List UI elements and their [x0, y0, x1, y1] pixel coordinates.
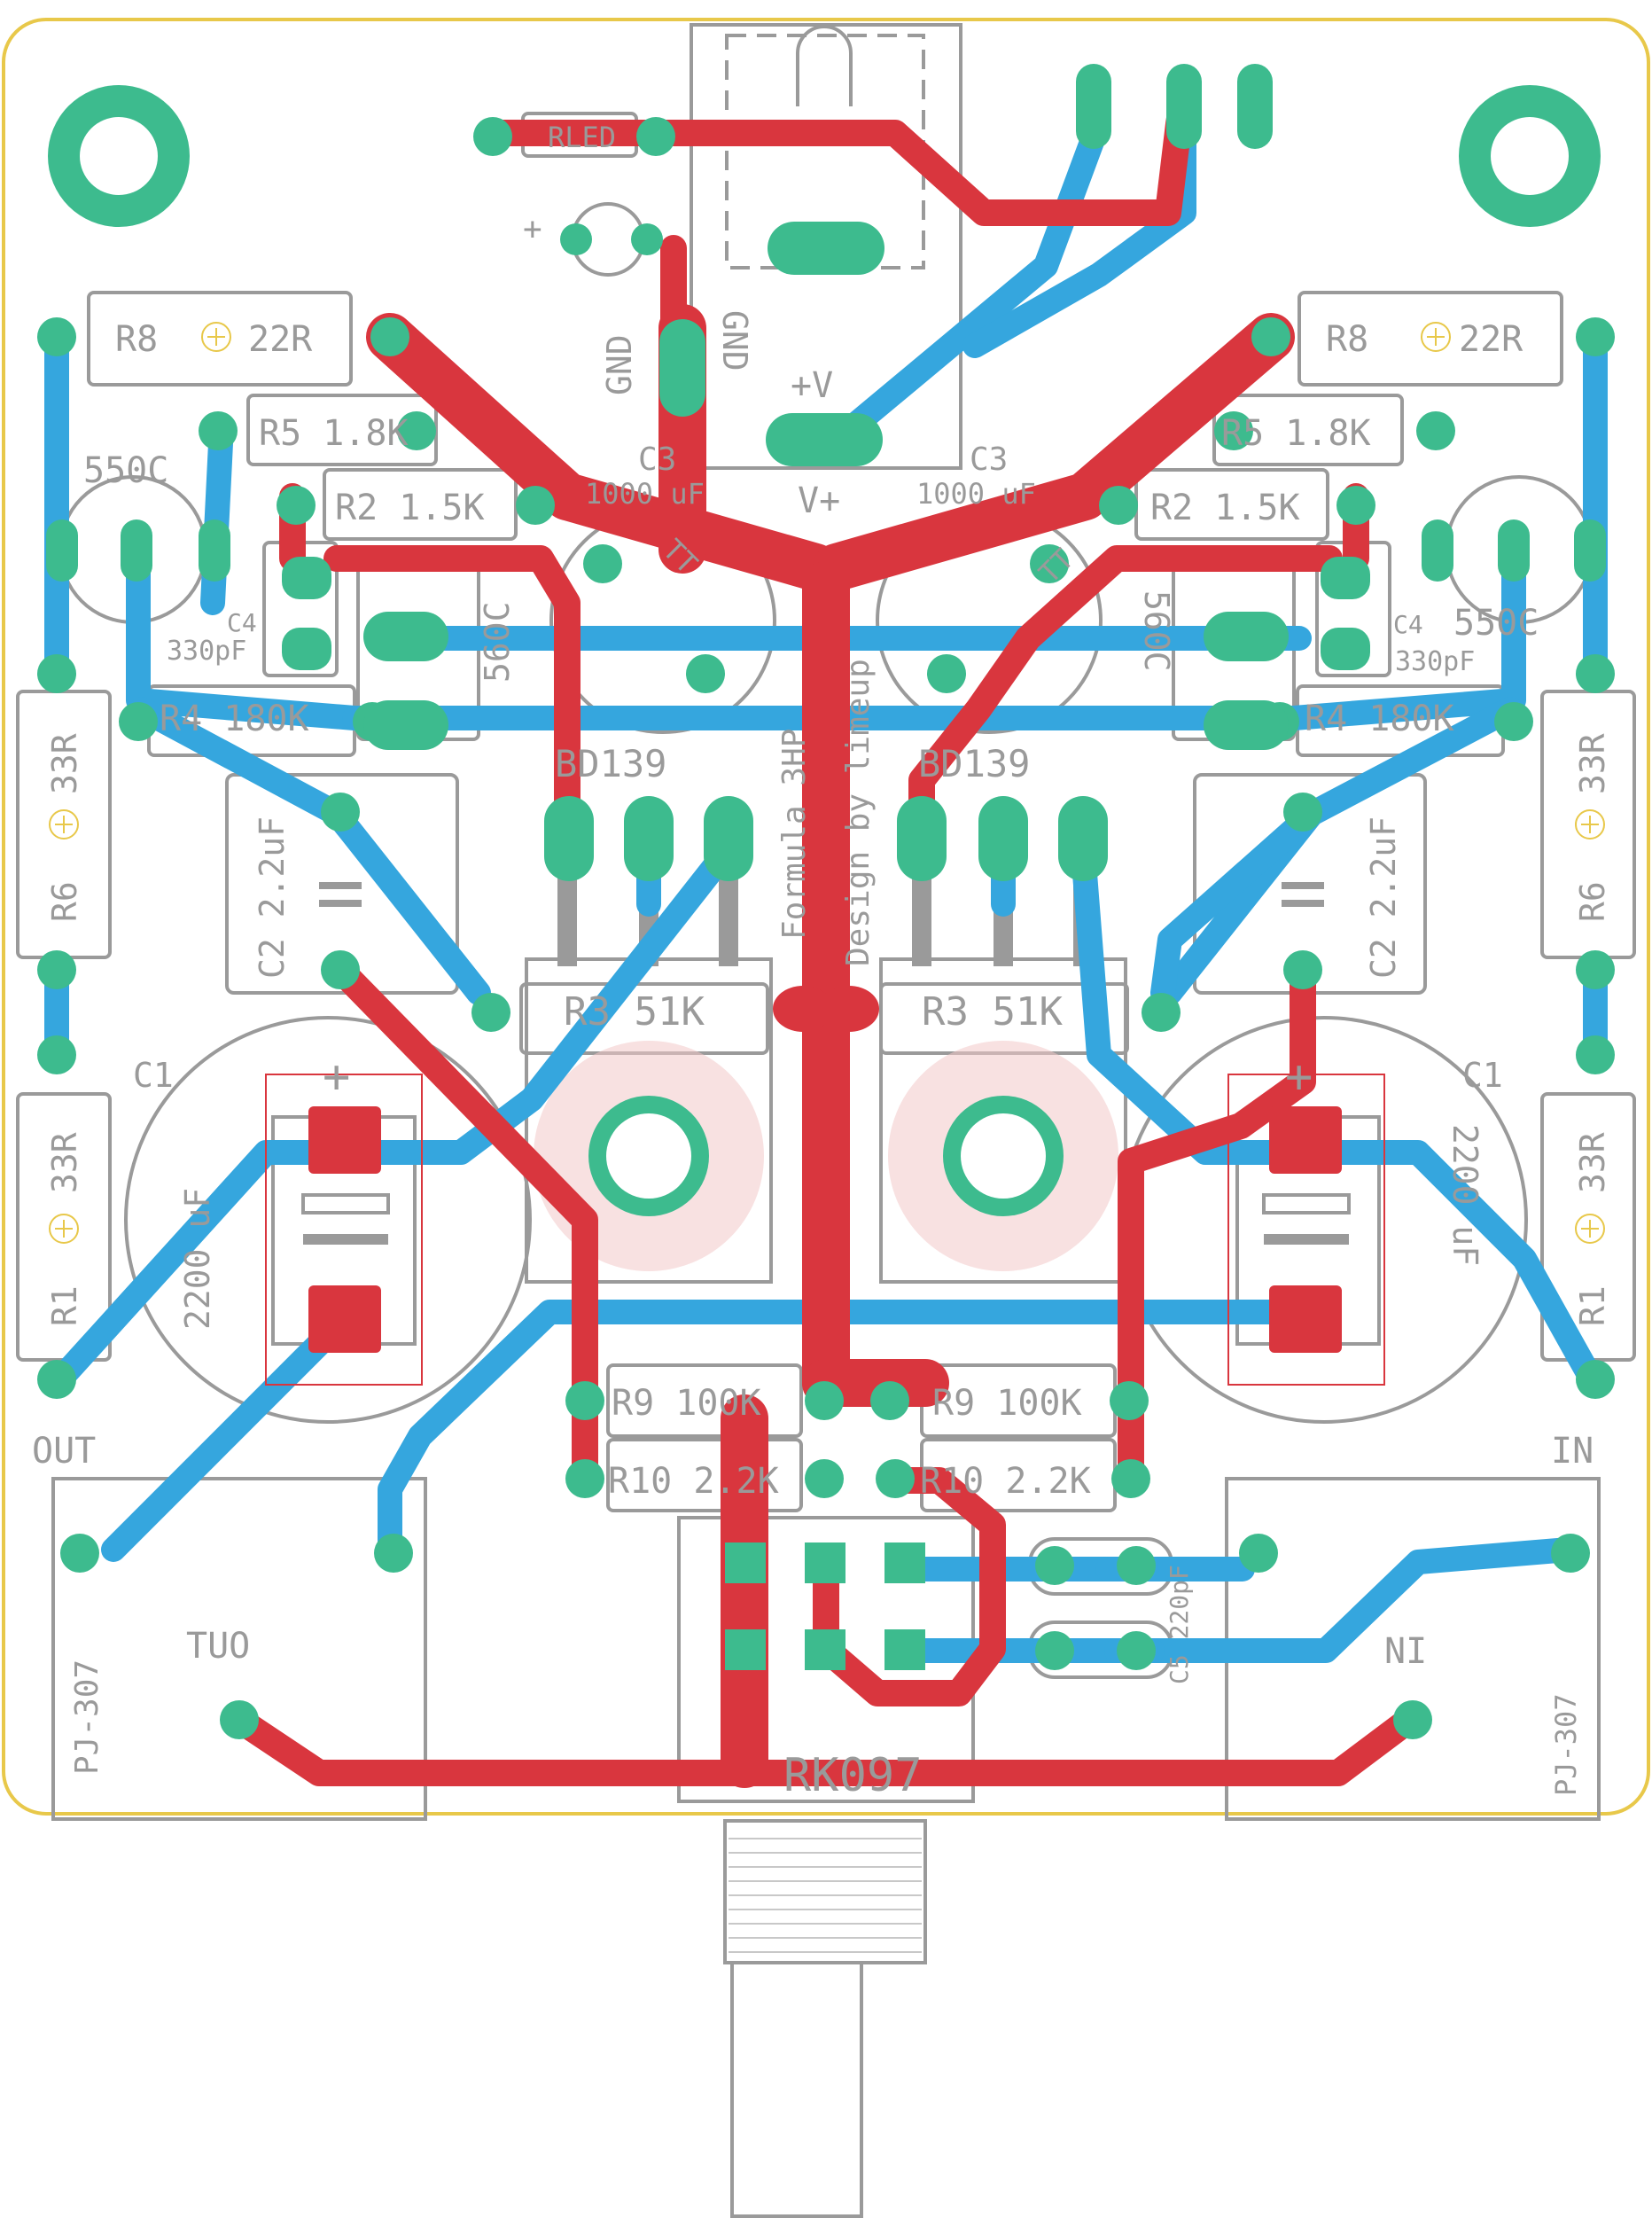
c1-pad-outline	[265, 1074, 1385, 1386]
copper-junctions	[773, 986, 879, 1032]
pj-right-label: PJ-307	[1549, 1693, 1583, 1796]
r8-left-label: R8	[115, 319, 158, 360]
r1-left-label: R1	[45, 1285, 84, 1326]
r5-right-label: R5 1.8K	[1221, 413, 1371, 454]
r3-left-label: R3 51K	[564, 989, 705, 1035]
r2-left-label: R2 1.5K	[335, 488, 485, 528]
top-copper	[226, 75, 1422, 1788]
gnd2-label: GND	[715, 310, 754, 371]
c1-left-label: C1	[133, 1056, 174, 1095]
q550-right-label: 550C	[1453, 603, 1539, 644]
c1-right-value: 2200 uF	[1446, 1124, 1484, 1266]
c1-right-label: C1	[1462, 1056, 1503, 1095]
vplus-a-label: +V	[791, 365, 833, 406]
r6-right-value: 33R	[1573, 733, 1612, 794]
r8-right-value: 22R	[1459, 319, 1523, 360]
r6-left-value: 33R	[45, 733, 84, 794]
led-plus: +	[523, 211, 542, 247]
cap-symbols	[301, 882, 1351, 1245]
c1-plus-right: +	[1285, 1050, 1313, 1104]
c3-left-value: 1000 uF	[585, 477, 705, 511]
rled-label: RLED	[548, 121, 616, 154]
bd139-left-label: BD139	[555, 742, 666, 785]
c4-right-value: 330pF	[1395, 646, 1475, 677]
pads	[37, 64, 1615, 1739]
c4-left-value: 330pF	[167, 636, 246, 667]
r4-right-label: R4 180K	[1305, 699, 1454, 739]
c3-right-value: 1000 uF	[916, 477, 1036, 511]
c1-plus-left: +	[323, 1050, 350, 1104]
r9-left-label: R9 100K	[612, 1383, 761, 1424]
c4-right-label: C4	[1393, 610, 1423, 639]
design-title: Formula 3HP	[776, 729, 813, 940]
r6-left-label: R6	[45, 881, 84, 922]
out-label: OUT	[32, 1431, 96, 1472]
r9-right-label: R9 100K	[932, 1383, 1082, 1424]
r2-right-label: R2 1.5K	[1150, 488, 1300, 528]
r1-right-value: 33R	[1573, 1132, 1612, 1193]
in-mirror-label: NI	[1384, 1631, 1427, 1672]
r3-right-label: R3 51K	[922, 989, 1063, 1035]
r10-left-label: R10 2.2K	[608, 1461, 779, 1502]
c4-left-label: C4	[227, 608, 257, 637]
q560-left-label: 560C	[478, 601, 517, 683]
gnd1-label: GND	[600, 334, 639, 395]
r1-left-value: 33R	[45, 1132, 84, 1193]
r8-left-value: 22R	[248, 319, 313, 360]
c2-right-label: C2 2.2uF	[1364, 816, 1403, 979]
bd139-right-label: BD139	[918, 742, 1030, 785]
c3-right-label: C3	[970, 441, 1008, 478]
pot-label: RK097	[783, 1749, 923, 1802]
r10-right-label: R10 2.2K	[920, 1461, 1091, 1502]
c1-pads	[308, 1106, 1342, 1353]
silk-text: R8 22R R8 22R R5 1.8K R5 1.8K R2 1.5K R2…	[32, 121, 1612, 1802]
pad-holes	[80, 117, 1569, 1199]
c2-left-label: C2 2.2uF	[253, 816, 292, 979]
r1-right-label: R1	[1573, 1285, 1612, 1326]
r5-left-label: R5 1.8K	[259, 413, 409, 454]
c3-left-label: C3	[638, 441, 676, 478]
c1-left-value: 2200 uF	[178, 1188, 217, 1330]
design-credit: Design by limeup	[840, 659, 877, 966]
r4-left-label: R4 180K	[160, 699, 309, 739]
r6-right-label: R6	[1573, 881, 1612, 922]
in-label: IN	[1551, 1431, 1594, 1472]
c5-label: C5 220pF	[1165, 1565, 1194, 1684]
vplus-b-label: V+	[798, 480, 840, 521]
r8-right-label: R8	[1326, 319, 1368, 360]
pj-left-label: PJ-307	[69, 1660, 105, 1775]
pot-knurl	[729, 1838, 922, 1953]
q550-left-label: 550C	[83, 450, 168, 491]
center-markers	[49, 322, 1605, 1244]
out-mirror-label: TUO	[186, 1626, 250, 1667]
q560-right-label: 560C	[1137, 590, 1176, 672]
